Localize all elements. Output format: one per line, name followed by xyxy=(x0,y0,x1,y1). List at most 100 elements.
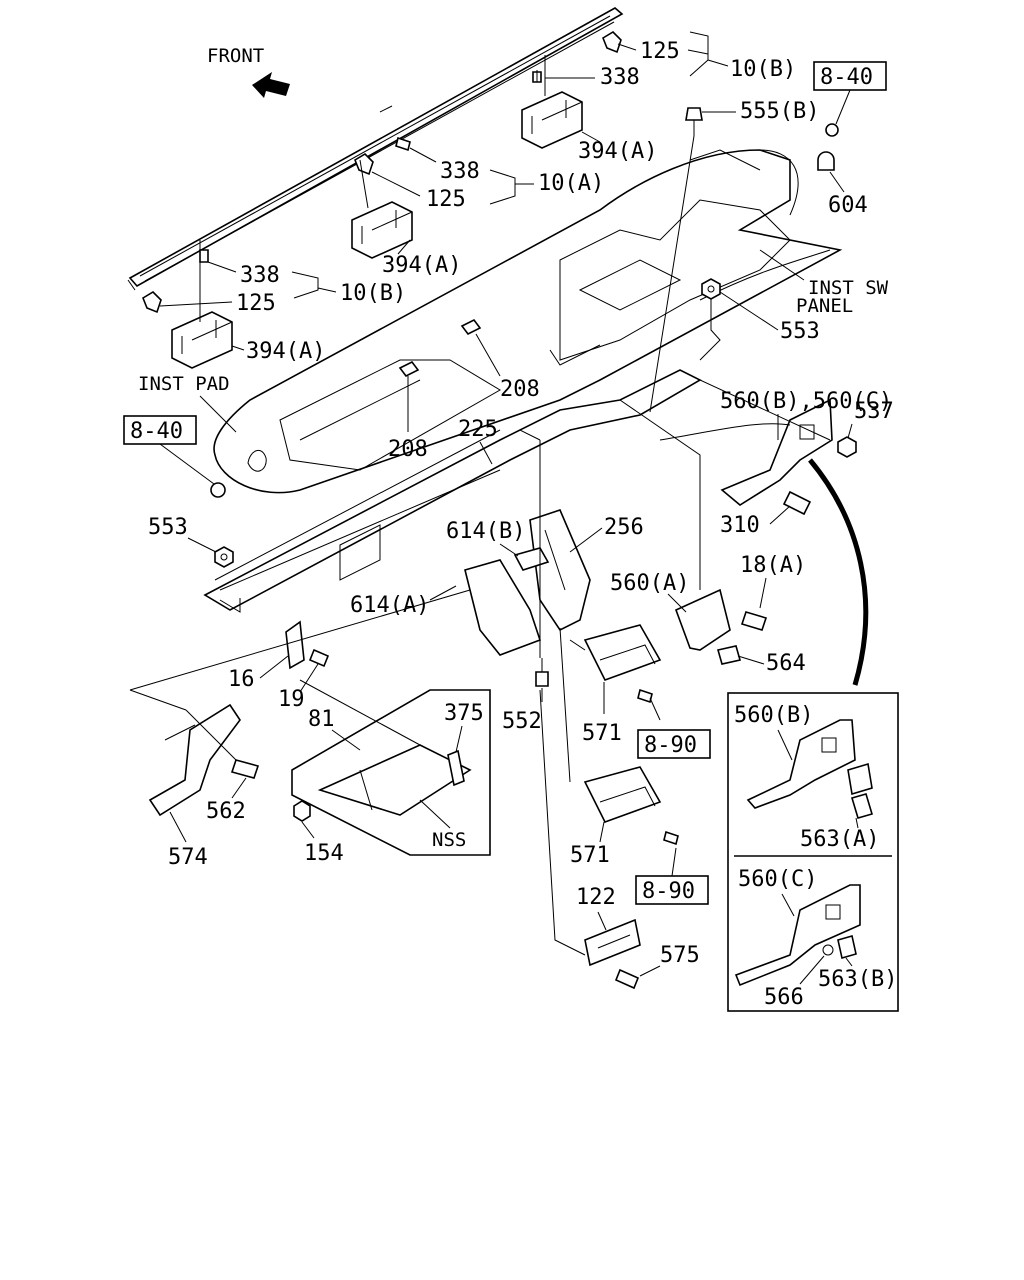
screw-571-upper xyxy=(637,688,653,704)
callout-394a-low: 394(A) xyxy=(246,339,325,364)
panel-122 xyxy=(584,918,641,967)
ref-8-90-lower[interactable]: 8-90 xyxy=(635,875,709,905)
nss-label: NSS xyxy=(432,829,466,851)
callout-553-left: 553 xyxy=(148,515,188,540)
bolt-555b xyxy=(685,107,703,136)
duct-571-lower xyxy=(583,766,662,823)
clip-208-right xyxy=(460,318,482,336)
screw-575 xyxy=(614,968,640,990)
callout-225: 225 xyxy=(458,417,498,442)
screw-338-mid xyxy=(395,136,411,152)
callout-125-top: 125 xyxy=(640,39,680,64)
callout-614a: 614(A) xyxy=(350,593,429,618)
duct-571-upper xyxy=(583,624,662,681)
bolt-18a xyxy=(740,611,768,631)
callout-537: 537 xyxy=(854,399,894,424)
callout-125-mid: 125 xyxy=(426,187,466,212)
callout-560bc: 560(B),560(C) xyxy=(720,389,892,414)
callout-310: 310 xyxy=(720,513,760,538)
callout-10a: 10(A) xyxy=(538,171,604,196)
clip-125-mid xyxy=(354,152,374,176)
callout-394a-top: 394(A) xyxy=(578,139,657,164)
callout-552: 552 xyxy=(502,709,542,734)
nut-154 xyxy=(293,800,311,822)
ref-8-40-top[interactable]: 8-40 xyxy=(813,61,887,91)
bracket-81 xyxy=(317,744,472,816)
callout-564: 564 xyxy=(766,651,806,676)
callout-10b-top: 10(B) xyxy=(730,57,796,82)
callout-125-low: 125 xyxy=(236,291,276,316)
bracket-394a-low xyxy=(171,311,233,369)
inset-callout-566: 566 xyxy=(764,985,804,1010)
screw-338-low xyxy=(199,249,209,263)
callout-575: 575 xyxy=(660,943,700,968)
callout-571-upper: 571 xyxy=(582,721,622,746)
clip-208-left xyxy=(398,360,420,378)
front-arrow-icon xyxy=(252,72,290,98)
callout-375: 375 xyxy=(444,701,484,726)
bolt-310 xyxy=(782,490,812,516)
callout-394a-mid: 394(A) xyxy=(382,253,461,278)
guide-lines xyxy=(129,379,831,956)
clip-564 xyxy=(716,645,742,665)
svg-text:8-90: 8-90 xyxy=(644,733,697,758)
bolt-562 xyxy=(230,759,260,779)
bracket-560bc xyxy=(720,398,833,506)
grommet-top xyxy=(825,123,839,137)
callout-154: 154 xyxy=(304,841,344,866)
callout-18a: 18(A) xyxy=(740,553,806,578)
screw-571-lower xyxy=(663,830,679,846)
svg-text:8-40: 8-40 xyxy=(820,65,873,90)
nut-553-left xyxy=(214,546,234,568)
bolt-19 xyxy=(308,648,330,668)
inset-callout-560c: 560(C) xyxy=(738,867,817,892)
bracket-614a xyxy=(464,559,542,656)
callout-16: 16 xyxy=(228,667,255,692)
bracket-16 xyxy=(285,620,305,670)
ref-8-90-upper[interactable]: 8-90 xyxy=(637,729,711,759)
front-label: FRONT xyxy=(207,45,264,67)
detail-inset xyxy=(727,692,899,1012)
callout-338-mid: 338 xyxy=(440,159,480,184)
instrument-pad xyxy=(213,149,843,494)
bracket-574 xyxy=(148,703,241,817)
callout-10b-low: 10(B) xyxy=(340,281,406,306)
nut-553-right xyxy=(701,278,721,300)
inset-callout-563a: 563(A) xyxy=(800,827,879,852)
callout-338-low: 338 xyxy=(240,263,280,288)
callout-338-top: 338 xyxy=(600,65,640,90)
callout-604: 604 xyxy=(828,193,868,218)
nut-537 xyxy=(837,436,857,458)
callout-555b: 555(B) xyxy=(740,99,819,124)
inset-bracket-560c xyxy=(734,884,861,987)
callout-208-left: 208 xyxy=(388,437,428,462)
svg-text:8-40: 8-40 xyxy=(130,419,183,444)
callout-614b: 614(B) xyxy=(446,519,525,544)
clip-604 xyxy=(817,151,835,171)
callout-560a: 560(A) xyxy=(610,571,689,596)
defroster-grille xyxy=(127,7,624,291)
inset-callout-560b: 560(B) xyxy=(734,703,813,728)
inset-bracket-560b xyxy=(746,719,873,819)
screw-338-top xyxy=(532,70,542,83)
callout-571-lower: 571 xyxy=(570,843,610,868)
clip-125-top xyxy=(602,30,622,54)
grommet-left xyxy=(210,482,226,498)
bracket-394a-top xyxy=(521,91,583,149)
callout-562: 562 xyxy=(206,799,246,824)
callouts: 125 10(B) 338 394(A) 555(B) 604 338 10(A… xyxy=(138,31,897,1010)
callout-553-right: 553 xyxy=(780,319,820,344)
inset-pointer-arrow xyxy=(808,458,869,686)
bracket-256 xyxy=(529,509,591,632)
clip-125-low xyxy=(142,290,162,314)
callout-81: 81 xyxy=(308,707,335,732)
svg-text:8-90: 8-90 xyxy=(642,879,695,904)
bracket-560a xyxy=(674,588,731,651)
callout-122: 122 xyxy=(576,885,616,910)
callout-256: 256 xyxy=(604,515,644,540)
inst-pad-label: INST PAD xyxy=(138,373,230,395)
ref-8-40-left[interactable]: 8-40 xyxy=(123,415,197,445)
pin-375 xyxy=(447,749,465,787)
callout-574: 574 xyxy=(168,845,208,870)
